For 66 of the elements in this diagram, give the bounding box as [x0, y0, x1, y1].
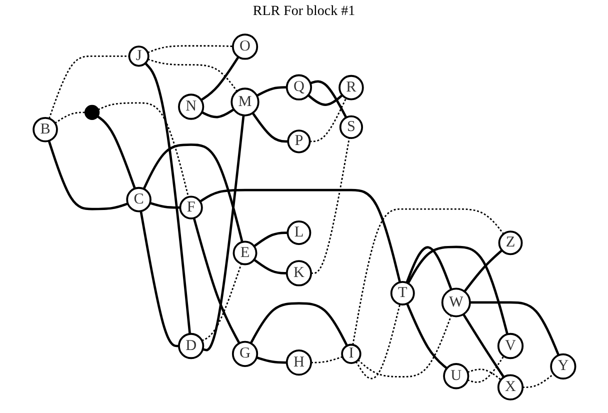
connector [466, 368, 501, 380]
connector [47, 140, 128, 210]
connector [252, 231, 288, 247]
connector [202, 114, 244, 351]
connector [252, 258, 286, 274]
connector [200, 56, 239, 101]
connector [310, 356, 342, 363]
connector [355, 303, 400, 379]
connector [522, 372, 554, 388]
node-circle: W [440, 287, 470, 317]
node-circle: C [126, 186, 152, 212]
node-circle: F [178, 195, 202, 219]
connector [147, 58, 238, 92]
node-circle: U [442, 362, 469, 389]
node-circle: P [286, 129, 310, 153]
node-circle: V [497, 332, 524, 359]
node-circle: X [497, 374, 524, 400]
connector [357, 314, 452, 377]
connector [251, 112, 288, 142]
connector [192, 217, 240, 344]
note-label: RLR For block #1 [252, 4, 356, 19]
connector [307, 94, 343, 106]
connector [405, 246, 452, 290]
node-circle: Q [285, 74, 312, 100]
node-circle: B [32, 116, 58, 142]
connector [470, 300, 560, 356]
connector [54, 111, 85, 124]
node-circle: H [285, 348, 312, 376]
node-circle: Z [498, 230, 522, 255]
connector [256, 86, 286, 96]
connector [406, 302, 448, 369]
connector [149, 201, 180, 208]
node-circle: M [230, 87, 259, 116]
connector [201, 262, 242, 341]
connector [147, 44, 232, 53]
node-circle: N [178, 93, 204, 120]
node-circle: I [340, 343, 361, 364]
node-circle: E [232, 240, 257, 265]
connector [256, 356, 286, 364]
connector [97, 102, 189, 197]
node-circle: O [232, 33, 258, 60]
connector [352, 208, 504, 344]
connector [466, 355, 504, 382]
connector [406, 245, 508, 334]
connector [96, 114, 136, 188]
connector [310, 80, 347, 118]
connector [199, 188, 401, 282]
connector [463, 248, 502, 292]
node-circle: G [232, 340, 258, 366]
connector [462, 313, 504, 378]
node-circle: Y [550, 352, 576, 379]
connector [139, 210, 179, 347]
node-circle: R [338, 74, 364, 100]
node-circle [84, 104, 100, 120]
node-circle: J [128, 45, 149, 66]
node-circle: K [285, 260, 312, 286]
connector [144, 62, 191, 334]
node-circle: T [390, 280, 414, 305]
connector [200, 108, 234, 118]
connector [249, 302, 348, 346]
node-circle: D [178, 332, 204, 359]
connector [48, 54, 129, 118]
node-circle: L [286, 220, 311, 244]
connector [309, 97, 346, 142]
node-circle: S [338, 114, 363, 138]
connector [142, 142, 243, 242]
